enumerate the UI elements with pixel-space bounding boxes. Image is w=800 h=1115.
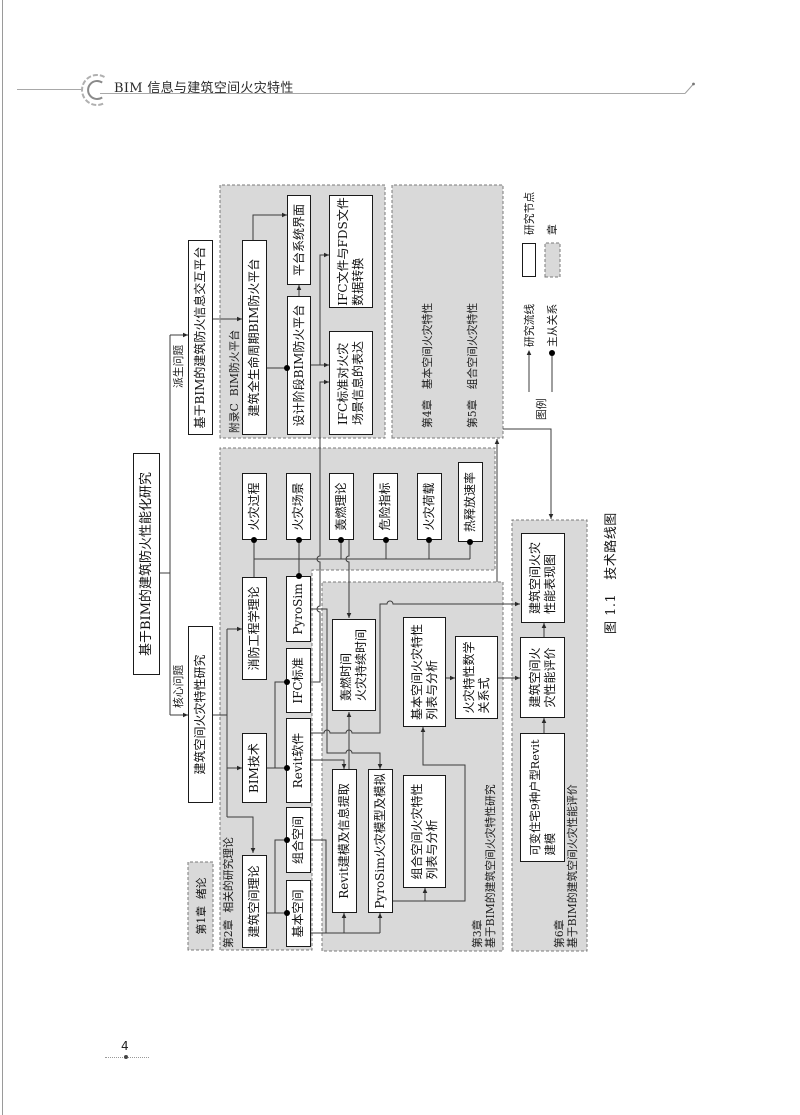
chapter-4-5-to-6-arrow [503, 428, 552, 519]
legend-master-slave-dot [549, 350, 555, 356]
arrowhead [346, 712, 352, 717]
master-slave-dot [284, 765, 290, 771]
arrowhead [324, 362, 329, 368]
header-rule-right [100, 93, 685, 94]
arrowhead [237, 626, 242, 632]
page-number: 4 [121, 1039, 129, 1053]
combined-space-feed [311, 839, 327, 933]
simulation-to-basic-analysis-arrow [393, 727, 466, 902]
master-slave-dot [296, 573, 302, 579]
header-rule-left [17, 89, 83, 90]
arrowhead [541, 623, 547, 628]
legend-flow-arrowhead [526, 350, 532, 355]
arrowhead [346, 613, 352, 618]
arrowhead [250, 848, 256, 853]
page-edge [2, 0, 3, 1115]
arrowhead [548, 514, 554, 519]
master-slave-dot [296, 537, 302, 543]
design-to-ifc-fds-arrow [319, 254, 329, 365]
arrowhead [237, 316, 242, 322]
master-slave-dot [383, 537, 389, 543]
arrowhead [494, 439, 500, 444]
arrowhead [296, 285, 302, 290]
technical-route-diagram: 基于BIM的建筑防火性能化研究 派生问题 核心问题 基于BIM的建筑防火信息交互… [125, 180, 625, 960]
arrowhead [450, 675, 455, 681]
arrowhead [541, 718, 547, 723]
header-rule-end-icon [684, 82, 695, 94]
chapter-1-region [187, 861, 214, 951]
arrowhead [377, 764, 383, 769]
revit-to-performance-map-arrow [311, 600, 520, 734]
arrowhead [237, 765, 242, 771]
master-slave-dot [284, 679, 290, 685]
ifc-standard-to-scene-arrow [311, 381, 329, 683]
master-slave-dot [338, 537, 344, 543]
bim-ifc-relation [274, 681, 286, 768]
arrowhead [515, 601, 520, 607]
arrowhead [183, 332, 188, 338]
core-to-space-theory-arrow [227, 816, 254, 853]
footer-dot [124, 1055, 128, 1059]
revit-to-modeling-arrow [311, 759, 345, 769]
chapter-4-5-region [391, 184, 504, 439]
header-title: BIM 信息与建筑空间火灾特性 [114, 81, 294, 96]
arrowhead [282, 212, 287, 218]
arrowhead [324, 379, 329, 385]
arrowhead [341, 913, 347, 918]
pyrosim-to-simulation-arrow [311, 608, 381, 769]
master-slave-dot [251, 537, 257, 543]
arrowhead [183, 712, 188, 718]
legend-chapter-swatch [544, 242, 561, 278]
arrowhead [341, 764, 347, 769]
arrowhead [420, 727, 426, 732]
arrowhead [324, 252, 329, 258]
master-slave-dot [284, 910, 290, 916]
space-theory-combined-relation [274, 839, 286, 913]
header-logo-icon [81, 74, 105, 106]
flashover-theory-to-time-arrow [345, 540, 350, 618]
lifecycle-to-interface-arrow [252, 214, 287, 240]
connector-layer [160, 212, 555, 934]
master-slave-dot [467, 539, 473, 545]
master-slave-dot [284, 365, 290, 371]
master-slave-dot [284, 837, 290, 843]
arrowhead [515, 675, 520, 681]
arrowhead [422, 888, 428, 893]
arrowhead [377, 913, 383, 918]
master-slave-dot [426, 537, 432, 543]
